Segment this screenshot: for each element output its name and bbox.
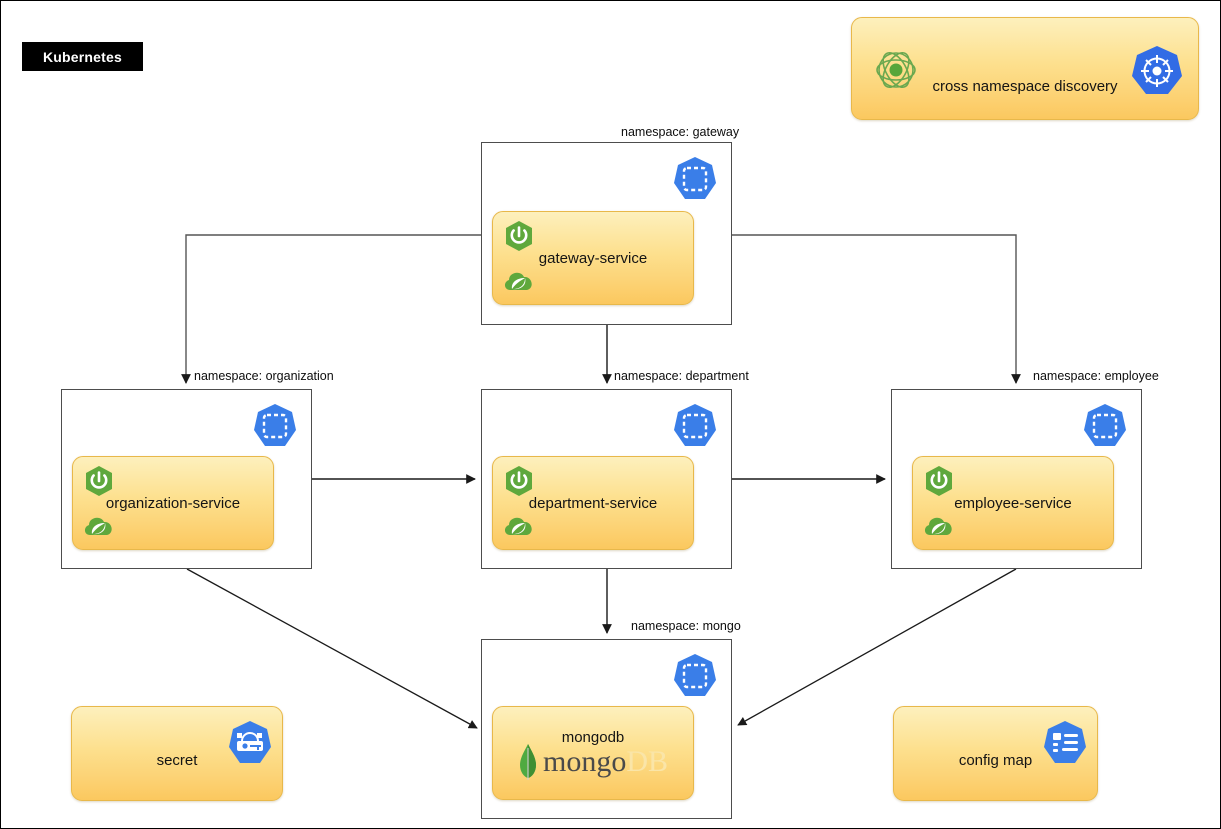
spring-boot-icon: [503, 220, 535, 252]
spring-leaf-icon: [503, 268, 535, 296]
mongodb-wordmark: mongo: [542, 745, 627, 778]
cross-namespace-discovery-label: cross namespace discovery: [932, 78, 1118, 95]
edge-gateway-employee: [732, 234, 1021, 384]
spring-boot-icon: [923, 465, 955, 497]
edge-employee-mongo: [737, 568, 1017, 726]
service-name-mongodb: mongodb: [561, 729, 625, 746]
spring-leaf-icon: [83, 513, 115, 541]
namespace-caption-employee: namespace: employee: [1033, 369, 1159, 383]
kubernetes-namespace-icon: [671, 652, 719, 700]
service-name-department-service: department-service: [528, 495, 658, 512]
spring-boot-icon: [503, 465, 535, 497]
mongodb-leaf-icon: [518, 744, 538, 780]
namespace-box-employee[interactable]: employee-service: [891, 389, 1142, 569]
kubernetes-namespace-icon: [671, 155, 719, 203]
secret-card[interactable]: secret: [71, 706, 283, 801]
service-card-department-service[interactable]: department-service: [492, 456, 694, 550]
service-card-gateway-service[interactable]: gateway-service: [492, 211, 694, 305]
kubernetes-secret-icon: [226, 719, 274, 767]
secret-label: secret: [156, 752, 198, 769]
namespace-caption-department: namespace: department: [614, 369, 749, 383]
service-name-organization-service: organization-service: [105, 495, 241, 512]
namespace-box-department[interactable]: department-service: [481, 389, 732, 569]
edge-organization-mongo: [186, 568, 478, 729]
namespace-caption-gateway: namespace: gateway: [621, 125, 740, 139]
spring-leaf-icon: [923, 513, 955, 541]
diagram-title-badge: Kubernetes: [22, 42, 143, 71]
config-map-card[interactable]: config map: [893, 706, 1098, 801]
spring-boot-icon: [83, 465, 115, 497]
service-card-employee-service[interactable]: employee-service: [912, 456, 1114, 550]
mongodb-wordmark-suffix: DB: [626, 745, 669, 778]
namespace-box-gateway[interactable]: gateway-service: [481, 142, 732, 325]
service-name-gateway-service: gateway-service: [538, 250, 648, 267]
kubernetes-namespace-icon: [671, 402, 719, 450]
namespace-box-organization[interactable]: organization-service: [61, 389, 312, 569]
eureka-atom-icon: [870, 44, 922, 96]
config-map-label: config map: [958, 752, 1033, 769]
edge-gateway-organization: [181, 234, 481, 384]
cross-namespace-discovery-card[interactable]: cross namespace discovery: [851, 17, 1199, 120]
spring-leaf-icon: [503, 513, 535, 541]
kubernetes-namespace-icon: [1081, 402, 1129, 450]
namespace-caption-mongo: namespace: mongo: [631, 619, 741, 633]
kubernetes-wheel-icon: [1130, 44, 1184, 98]
kubernetes-namespace-icon: [251, 402, 299, 450]
service-card-organization-service[interactable]: organization-service: [72, 456, 274, 550]
service-name-employee-service: employee-service: [954, 495, 1072, 512]
namespace-caption-organization: namespace: organization: [194, 369, 334, 383]
kubernetes-configmap-icon: [1041, 719, 1089, 767]
